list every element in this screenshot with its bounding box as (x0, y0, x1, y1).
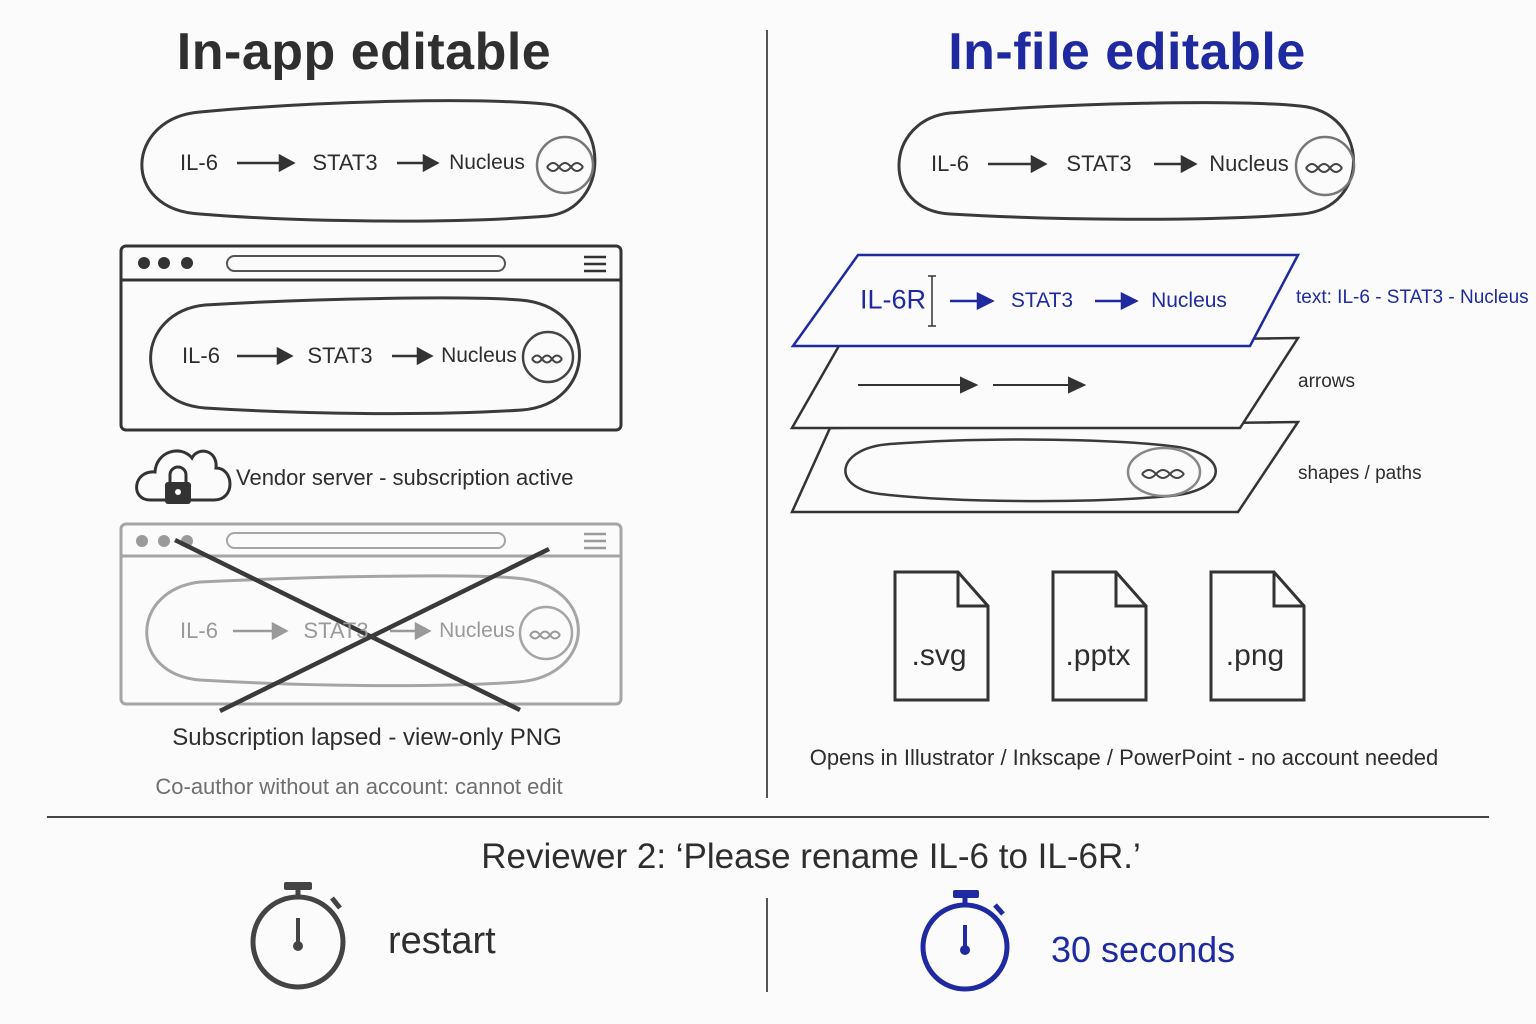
arrow (397, 153, 440, 173)
outcome-30-seconds: 30 seconds (1051, 929, 1236, 970)
menu-icon (584, 255, 606, 273)
pathway-node-nucleus: Nucleus (449, 151, 525, 174)
left-title: In-app editable (176, 23, 552, 81)
stopwatch-icon (250, 882, 346, 990)
pathway-node-stat3: STAT3 (1066, 151, 1132, 176)
edited-node-stat3: STAT3 (1010, 289, 1074, 312)
pathway-node-stat3: STAT3 (307, 343, 373, 368)
window-control-dot (138, 257, 150, 269)
pathway-pill-in-browser (149, 296, 581, 416)
arrow (988, 154, 1048, 174)
pathway-node-il6: IL-6 (180, 150, 218, 175)
arrows-layer (789, 336, 1301, 430)
strike-cross (174, 537, 550, 714)
file-icon (893, 570, 990, 702)
arrow (858, 376, 979, 394)
lapsed-caption: Subscription lapsed - view-only PNG (172, 724, 562, 751)
cloud-lock-icon (135, 449, 232, 504)
edited-node-nucleus: Nucleus (1151, 289, 1227, 312)
dna-icon (1294, 135, 1356, 197)
coauthor-note: Co-author without an account: cannot edi… (155, 774, 563, 799)
window-control-dot (181, 257, 193, 269)
window-control-dot (158, 257, 170, 269)
window-control-dot (158, 535, 170, 547)
outcome-restart: restart (388, 920, 496, 962)
file-label-pptx: .pptx (1065, 639, 1131, 672)
reviewer-request: Reviewer 2: ‘Please rename IL-6 to IL-6R… (481, 837, 1141, 876)
arrow (993, 376, 1087, 394)
browser-window-active (119, 244, 623, 432)
dna-icon (521, 330, 575, 384)
pathway-pill-left (140, 99, 597, 223)
vendor-status: Vendor server - subscription active (236, 465, 574, 490)
arrow (1095, 291, 1139, 311)
arrow (390, 621, 432, 641)
file-icon (1051, 570, 1148, 702)
pathway-node-nucleus: Nucleus (441, 344, 517, 367)
file-icon (1209, 570, 1306, 702)
address-bar (226, 532, 506, 549)
pathway-node-il6: IL-6 (182, 343, 220, 368)
file-label-svg: .svg (911, 639, 967, 672)
pathway-node-stat3: STAT3 (303, 618, 369, 643)
apps-note: Opens in Illustrator / Inkscape / PowerP… (809, 745, 1439, 770)
file-label-png: .png (1225, 639, 1285, 672)
pathway-pill-lapsed (145, 574, 580, 688)
text-cursor-icon (928, 275, 936, 327)
stopwatch-icon (920, 890, 1010, 992)
pathway-pill-right (897, 101, 1355, 221)
edited-node-il6r[interactable]: IL-6R (859, 284, 927, 315)
arrow (1154, 154, 1198, 174)
arrow (392, 346, 434, 366)
layer-label-text: text: IL-6 - STAT3 - Nucleus (1296, 287, 1529, 308)
pathway-node-nucleus: Nucleus (439, 619, 515, 642)
shapes-layer (790, 420, 1301, 514)
arrow (237, 346, 294, 366)
pathway-node-nucleus: Nucleus (1209, 151, 1289, 176)
arrow (950, 291, 995, 311)
arrow (237, 153, 296, 173)
dna-icon (1126, 446, 1202, 498)
dna-icon (518, 605, 574, 661)
dna-icon (535, 135, 595, 195)
window-control-dot (136, 535, 148, 547)
layer-label-arrows: arrows (1298, 371, 1356, 392)
address-bar (226, 255, 506, 272)
pathway-node-stat3: STAT3 (312, 150, 378, 175)
right-title: In-file editable (948, 23, 1306, 81)
text-layer (790, 253, 1301, 348)
pathway-node-il6: IL-6 (931, 151, 969, 176)
menu-icon (584, 532, 606, 550)
layer-label-shapes: shapes / paths (1298, 463, 1422, 484)
arrow (233, 621, 289, 641)
pathway-node-il6: IL-6 (180, 618, 218, 643)
